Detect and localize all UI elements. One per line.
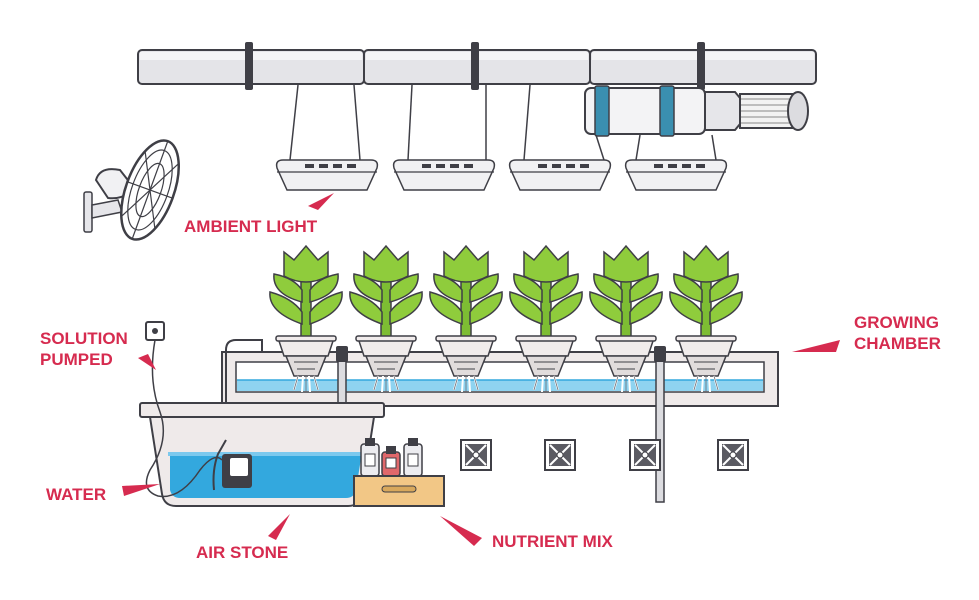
exhaust-fan: [584, 85, 809, 137]
arrow-water: [122, 484, 160, 496]
grow-light-2: [392, 159, 496, 191]
arrow-growing-chamber: [792, 340, 840, 352]
label-growing-chamber: GROWING CHAMBER: [854, 313, 941, 353]
vent-fan-4: [717, 439, 749, 471]
arrow-air-stone: [268, 514, 290, 540]
grow-light-4: [624, 159, 728, 191]
vent-fan-3: [629, 439, 661, 471]
label-ambient-light: AMBIENT LIGHT: [184, 217, 318, 236]
vent-fans: [460, 439, 749, 471]
arrow-nutrient-mix: [440, 516, 482, 546]
grow-light-1: [275, 159, 379, 191]
ceiling-rail: [137, 42, 817, 90]
label-water: WATER: [46, 485, 107, 504]
vent-fan-1: [460, 439, 492, 471]
grow-lights: [275, 84, 728, 191]
reservoir-tank: [139, 402, 385, 507]
vent-fan-2: [544, 439, 576, 471]
nutrient-mix: [353, 438, 445, 507]
label-nutrient-mix: NUTRIENT MIX: [492, 532, 613, 551]
growing-chamber-channel: [221, 351, 779, 407]
arrow-ambient-light: [308, 193, 334, 210]
label-solution-pumped: SOLUTION PUMPED: [40, 329, 128, 369]
wall-fan: [83, 139, 180, 241]
arrow-solution-pumped: [138, 354, 156, 370]
callout-arrows: [122, 193, 840, 546]
grow-light-3: [508, 159, 612, 191]
label-air-stone: AIR STONE: [196, 543, 289, 562]
